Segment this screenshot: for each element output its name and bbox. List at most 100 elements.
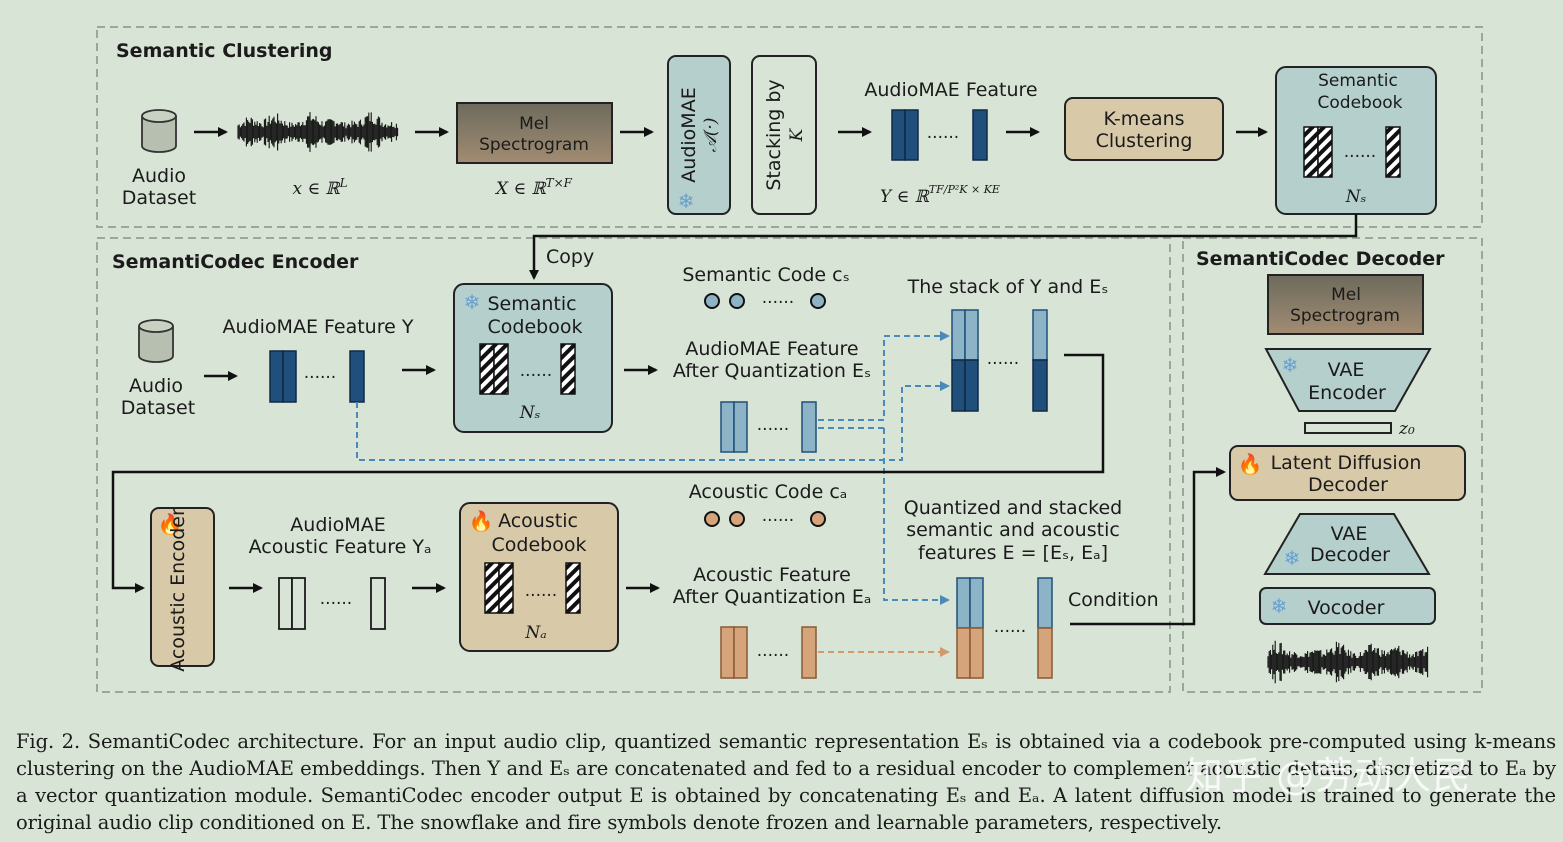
vae-encoder-block <box>1264 348 1432 412</box>
acoustic-feat-label-1: AudioMAE <box>290 514 385 536</box>
vae-decoder-label-1: VAE <box>1331 523 1368 545</box>
encoder-codebook-ns: Nₛ <box>519 403 541 423</box>
audiomae-fn: 𝒜(·) <box>701 118 721 153</box>
dataset-label-2: Dataset <box>122 187 196 209</box>
qs-label-2: semantic and acoustic <box>906 519 1120 541</box>
condition-label: Condition <box>1068 589 1159 611</box>
mel-math: X ∈ ℝ <box>494 179 547 199</box>
row1-feature-sup: TF/P²K × KE <box>929 183 1000 196</box>
quant-label-2: After Quantization Eₛ <box>673 360 871 382</box>
copy-label: Copy <box>546 246 594 268</box>
svg-text:X ∈ ℝT×F: X ∈ ℝT×F <box>494 176 573 199</box>
vae-encoder-label-2: Encoder <box>1308 382 1386 404</box>
acoustic-code-dots <box>704 511 826 527</box>
vae-decoder-block <box>1263 513 1431 575</box>
vocoder-label: Vocoder <box>1308 597 1385 619</box>
acoustic-feat-label-2: Acoustic Feature Yₐ <box>249 536 432 558</box>
mel-label-1: Mel <box>519 114 549 134</box>
row1-codebook-dots: ...... <box>1344 142 1376 162</box>
section-title-clustering: Semantic Clustering <box>116 40 332 62</box>
svg-text:x ∈ ℝL: x ∈ ℝL <box>292 176 347 199</box>
waveform-icon <box>1267 640 1429 684</box>
encoder-dataset-label-2: Dataset <box>121 397 195 419</box>
row1-codebook-label-1: Semantic <box>1318 71 1398 91</box>
caption-text: Fig. 2. SemantiCodec architecture. For a… <box>16 730 1556 834</box>
dataset-label-1: Audio <box>132 165 186 187</box>
kmeans-label-1: K-means <box>1103 108 1184 130</box>
encoder-feature-y-dots: ...... <box>304 363 336 383</box>
row1-feature-bars <box>891 109 988 161</box>
acoustic-codebook <box>459 502 619 652</box>
row1-feature-math: Y ∈ ℝ <box>880 187 931 207</box>
row1-feature-label: AudioMAE Feature <box>864 79 1037 101</box>
semantic-code-dots <box>704 293 826 309</box>
acoustic-feature-dots: ...... <box>320 589 352 609</box>
stack-y-es-bars <box>951 309 1048 412</box>
encoder-codebook-label-1: Semantic <box>487 293 576 315</box>
fire-icon: 🔥 <box>1238 452 1263 476</box>
z0-label: z₀ <box>1398 419 1415 439</box>
row1-feature-dots: ...... <box>927 123 959 143</box>
encoder-database-icon <box>138 319 174 363</box>
encoder-codebook-dots: ...... <box>520 361 552 381</box>
vae-decoder-label-2: Decoder <box>1310 544 1390 566</box>
qs-label-1: Quantized and stacked <box>904 497 1122 519</box>
stack-dots: ...... <box>987 349 1019 369</box>
acoustic-codebook-na: Nₐ <box>524 623 546 643</box>
ldm-label-1: Latent Diffusion <box>1271 452 1422 474</box>
acoustic-codebook-dots: ...... <box>525 581 557 601</box>
qs-label-3: features E = [Eₛ, Eₐ] <box>918 542 1108 564</box>
acoustic-encoder-block <box>150 507 215 667</box>
latent-z0 <box>1304 422 1392 434</box>
section-title-decoder: SemantiCodec Decoder <box>1196 248 1445 270</box>
encoder-semantic-codebook <box>453 283 613 433</box>
encoder-feature-y-label: AudioMAE Feature Y <box>223 316 414 338</box>
acoustic-code-ellipsis: ...... <box>762 506 794 526</box>
stacking-label-1: Stacking by <box>763 79 785 190</box>
acoustic-codebook-label-2: Codebook <box>492 534 587 556</box>
decoder-mel-label-2: Spectrogram <box>1290 306 1400 326</box>
vocoder-block <box>1259 587 1436 625</box>
mel-spectrogram <box>456 102 613 164</box>
kmeans-block <box>1064 97 1224 161</box>
ldm-label-2: Decoder <box>1308 474 1388 496</box>
vae-encoder-label-1: VAE <box>1328 359 1365 381</box>
mel-label-2: Spectrogram <box>479 135 589 155</box>
semantic-code-ellipsis: ...... <box>762 288 794 308</box>
audiomae-block <box>667 55 731 215</box>
quantized-acoustic-dots: ...... <box>757 641 789 661</box>
snowflake-icon: ❄ <box>1271 594 1288 618</box>
quantized-stacked-bars <box>956 577 1053 679</box>
wave-math: x ∈ ℝ <box>292 179 341 199</box>
acoustic-encoder-label: Acoustic Encoder <box>167 508 189 672</box>
stacking-label-2: K <box>787 127 807 142</box>
acoustic-quant-label-1: Acoustic Feature <box>693 564 851 586</box>
row1-codebook-label-2: Codebook <box>1318 93 1403 113</box>
quantized-semantic-dots: ...... <box>757 415 789 435</box>
acoustic-quant-label-2: After Quantization Eₐ <box>673 586 872 608</box>
row1-codebook-ns: Nₛ <box>1345 187 1367 207</box>
kmeans-label-2: Clustering <box>1096 130 1193 152</box>
fire-icon: 🔥 <box>158 512 183 536</box>
semantic-clustering-frame <box>96 26 1483 228</box>
quant-label-1: AudioMAE Feature <box>685 338 858 360</box>
architecture-diagram: Semantic Clustering SemantiCodec Encoder… <box>96 26 1483 693</box>
acoustic-feature-bars <box>278 577 386 630</box>
snowflake-icon: ❄ <box>1284 546 1301 570</box>
latent-diffusion-decoder <box>1229 445 1466 501</box>
encoder-dataset-label-1: Audio <box>129 375 183 397</box>
decoder-frame <box>1182 237 1483 693</box>
acoustic-codebook-label-1: Acoustic <box>498 510 578 532</box>
mel-math-sup: T×F <box>546 176 573 190</box>
wave-math-sup: L <box>339 176 348 190</box>
semantic-code-label: Semantic Code cₛ <box>682 264 849 286</box>
decoder-mel-label-1: Mel <box>1331 285 1361 305</box>
waveform-icon <box>237 112 399 152</box>
quantized-stacked-dots: ...... <box>994 617 1026 637</box>
encoder-codebook-label-2: Codebook <box>488 316 583 338</box>
acoustic-code-label: Acoustic Code cₐ <box>689 481 847 503</box>
section-title-encoder: SemantiCodec Encoder <box>112 251 359 273</box>
snowflake-icon: ❄ <box>678 189 695 213</box>
stack-label: The stack of Y and Eₛ <box>907 276 1109 298</box>
fire-icon: 🔥 <box>469 509 494 533</box>
